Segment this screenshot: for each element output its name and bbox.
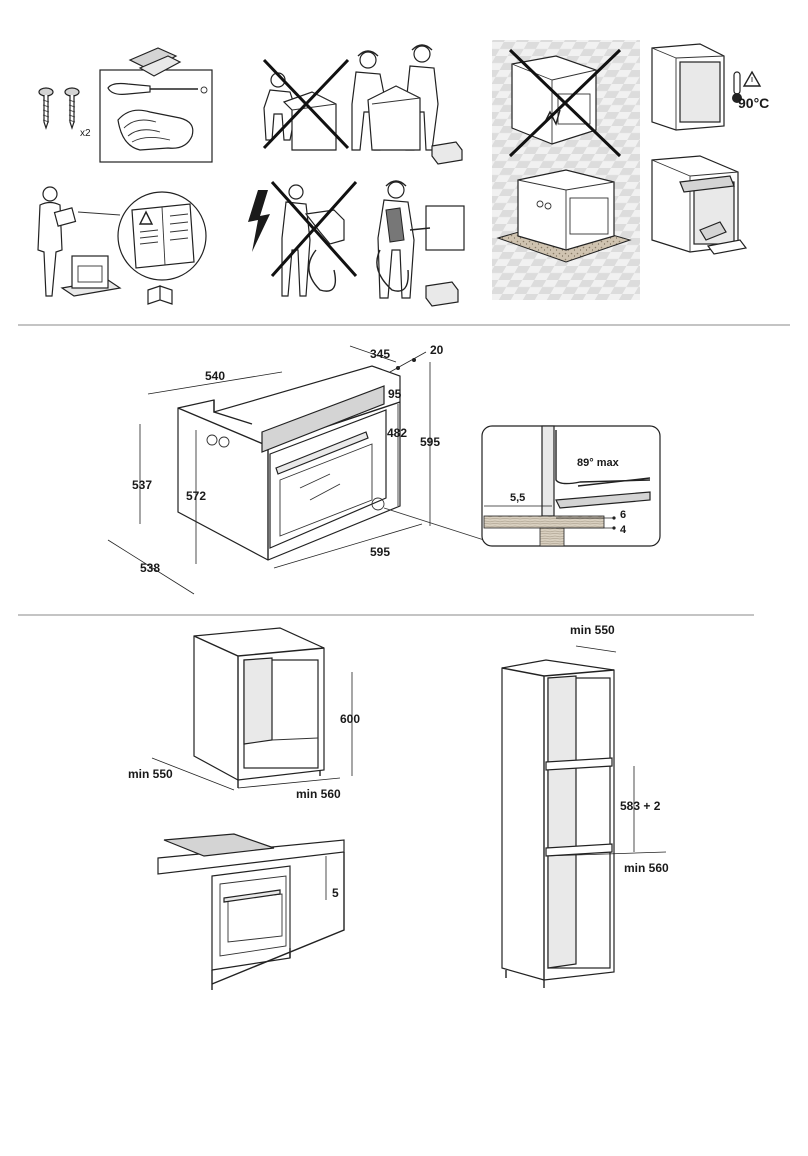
cabinet-height-600: 600 <box>340 712 360 726</box>
warning-triangle-icon <box>138 210 154 225</box>
dim-95: 95 <box>388 387 402 401</box>
electrical-connection-forbidden <box>248 181 358 297</box>
gap-5-5: 5,5 <box>510 492 525 504</box>
dim-572: 572 <box>186 489 206 503</box>
dim-line-540 <box>147 371 283 395</box>
dim-595-height: 595 <box>420 435 440 449</box>
dim-345: 345 <box>370 347 390 361</box>
tools-box <box>99 47 213 163</box>
cabinet-width: min 560 <box>296 787 341 801</box>
forbidden-cross-icon <box>262 58 350 150</box>
electrical-box <box>425 205 465 251</box>
packaging-pieces-icon <box>128 47 182 77</box>
column-width: min 560 <box>624 861 669 875</box>
column-depth: min 550 <box>570 623 615 637</box>
dim-4: 4 <box>620 524 627 536</box>
cabinet-depth: min 550 <box>128 767 173 781</box>
dim-537: 537 <box>132 478 152 492</box>
dim-595-width: 595 <box>370 545 390 559</box>
warning-triangle-icon-2 <box>742 70 762 87</box>
two-persons-lift <box>351 44 463 165</box>
forbidden-cross-icon-3 <box>508 48 622 158</box>
dim-482: 482 <box>387 426 407 440</box>
gloves-icon <box>117 109 194 151</box>
lightning-icon <box>248 190 270 252</box>
oven-on-pallet-small <box>60 255 122 297</box>
oven-dimensions-drawing: 540 345 20 95 482 595 537 572 538 595 <box>107 343 485 595</box>
dim-538: 538 <box>140 561 160 575</box>
unpack-forbidden <box>508 48 622 158</box>
technician-electrical <box>376 180 465 307</box>
manual-callout <box>77 191 207 281</box>
cabinet-cleaning <box>651 155 748 255</box>
screws-icon: x2 <box>38 87 91 139</box>
screwdriver-icon <box>107 82 208 95</box>
thermometer-icon <box>732 71 742 103</box>
niche-height: 583 + 2 <box>620 799 661 813</box>
column-cabinet: min 550 583 + 2 min 560 <box>501 623 669 988</box>
toolbox-icon <box>431 141 463 165</box>
dustpan-icon <box>699 221 727 241</box>
dim-6: 6 <box>620 509 626 521</box>
temperature-warning: 90°C <box>738 95 769 111</box>
single-person-lift-forbidden <box>262 58 350 151</box>
unpack-correct <box>496 169 632 263</box>
top-instructions-panel: x2 <box>37 40 769 307</box>
person-reading-manual <box>37 186 77 297</box>
dim-540: 540 <box>205 369 225 383</box>
door-handle <box>275 431 369 475</box>
worktop-with-oven: 5 <box>157 833 345 990</box>
screws-count: x2 <box>80 128 91 139</box>
forbidden-cross-icon-2 <box>270 181 358 277</box>
cabinet-heat-warning: 90°C <box>651 43 769 131</box>
gap-5: 5 <box>332 886 339 900</box>
floor-unpacking-area <box>492 40 640 300</box>
dim-20: 20 <box>430 343 444 357</box>
book-icon <box>147 285 173 305</box>
toolbox-icon-2 <box>425 281 459 307</box>
door-detail-callout: 89° max 5,5 6 4 <box>481 425 661 547</box>
under-counter-cabinet: 600 min 550 min 560 <box>128 627 360 801</box>
door-angle: 89° max <box>577 457 620 469</box>
hob <box>163 833 275 857</box>
